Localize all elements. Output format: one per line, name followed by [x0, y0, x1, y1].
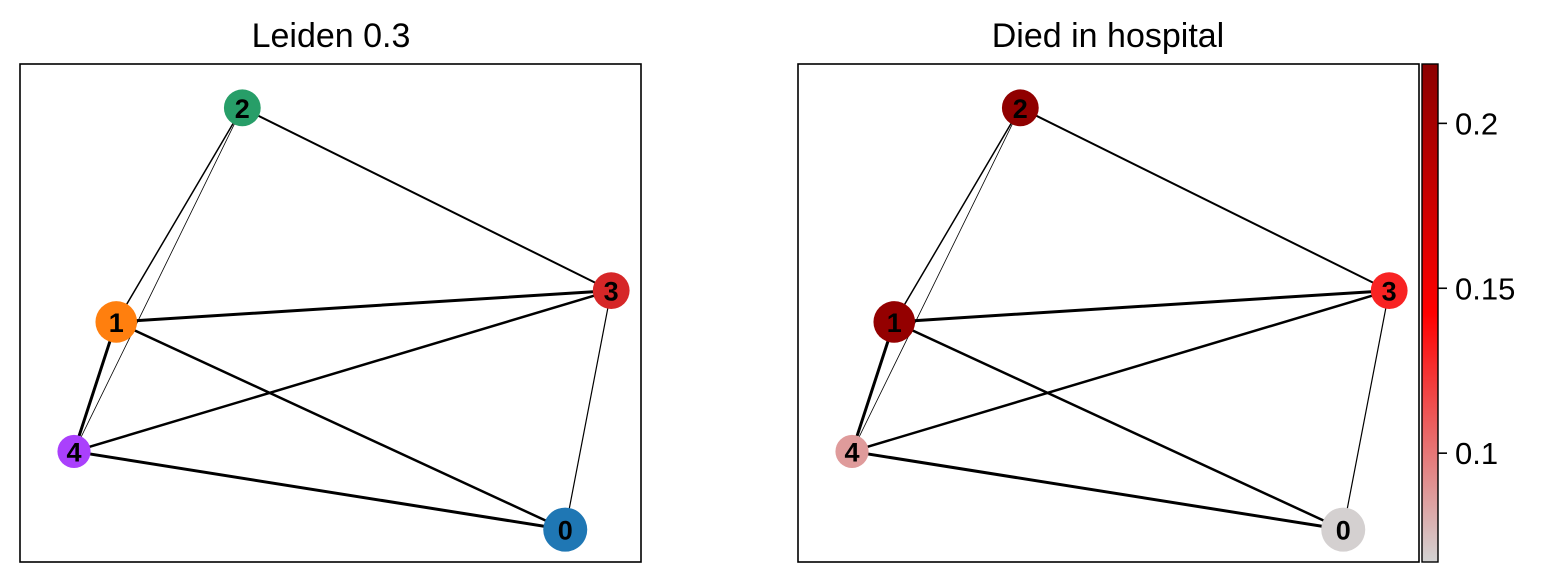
colorbar-gradient — [1421, 63, 1439, 563]
edge-1-4 — [850, 320, 896, 453]
node-0 — [543, 507, 588, 552]
edge-4-3 — [850, 289, 1391, 453]
node-3 — [592, 272, 630, 309]
edge-2-3 — [241, 106, 613, 292]
panel-title: Leiden 0.3 — [252, 17, 411, 55]
node-layer: 0 1 2 3 4 — [57, 89, 630, 552]
node-0 — [1321, 507, 1366, 552]
node-label-2: 2 — [235, 94, 250, 124]
panel-leiden: Leiden 0.3 0 1 2 3 4 — [19, 17, 642, 563]
colorbar-tick-label: 0.1 — [1455, 436, 1498, 471]
node-1 — [873, 301, 916, 343]
node-label-3: 3 — [604, 277, 619, 307]
node-label-4: 4 — [67, 437, 82, 467]
edge-1-0 — [893, 320, 1345, 531]
edge-4-0 — [850, 449, 1345, 532]
node-2 — [223, 89, 261, 127]
edge-2-1 — [115, 107, 244, 323]
node-3 — [1370, 272, 1408, 309]
colorbar: 0.1 0.15 0.2 — [1421, 63, 1515, 563]
node-layer: 0 1 2 3 4 — [835, 89, 1408, 552]
node-label-1: 1 — [109, 308, 124, 338]
edge-2-4 — [851, 107, 1021, 452]
colorbar-ticks: 0.1 0.15 0.2 — [1438, 106, 1515, 471]
edge-2-1 — [893, 107, 1022, 323]
axes-frame — [19, 63, 642, 563]
edge-1-0 — [115, 320, 567, 531]
panel-died-in-hospital: Died in hospital 0 1 2 3 4 — [797, 17, 1420, 563]
edge-3-0 — [564, 289, 612, 531]
edge-layer — [72, 106, 613, 532]
edge-1-4 — [72, 320, 118, 453]
edge-4-3 — [72, 289, 613, 453]
axes-frame — [797, 63, 1420, 563]
edge-4-0 — [72, 449, 567, 532]
node-4 — [57, 434, 91, 469]
node-label-4: 4 — [845, 437, 860, 467]
node-2 — [1001, 89, 1039, 127]
node-label-1: 1 — [887, 308, 902, 338]
panel-title: Died in hospital — [992, 17, 1224, 55]
node-label-3: 3 — [1382, 277, 1397, 307]
edge-layer — [850, 106, 1391, 532]
edge-1-3 — [892, 289, 1391, 324]
node-label-0: 0 — [558, 516, 573, 546]
edge-2-3 — [1019, 106, 1391, 292]
colorbar-tick-label: 0.15 — [1455, 271, 1515, 306]
node-label-0: 0 — [1336, 516, 1351, 546]
node-4 — [835, 434, 869, 469]
node-1 — [95, 301, 138, 343]
colorbar-tick-label: 0.2 — [1455, 106, 1498, 141]
edge-1-3 — [114, 289, 613, 324]
edge-2-4 — [73, 107, 243, 452]
node-label-2: 2 — [1013, 94, 1028, 124]
edge-3-0 — [1342, 289, 1390, 531]
